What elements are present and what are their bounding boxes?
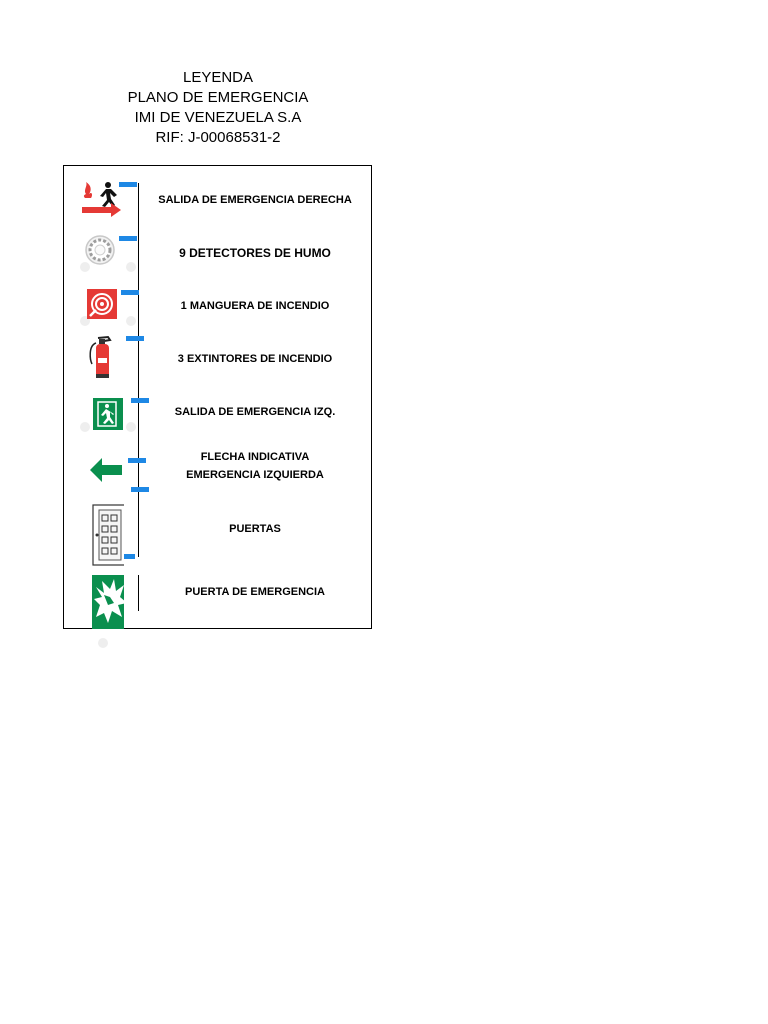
legend-label-extinguishers: 3 EXTINTORES DE INCENDIO [177, 353, 333, 365]
legend-label-arrow-line1: FLECHA INDICATIVA [200, 451, 310, 463]
watermark-mark [98, 638, 108, 648]
annotation-tag [128, 458, 146, 463]
legend-label-arrow-line2: EMERGENCIA IZQUIERDA [186, 469, 324, 481]
annotation-tag [131, 487, 149, 492]
legend-header: LEYENDA PLANO DE EMERGENCIA IMI DE VENEZ… [68, 68, 368, 148]
legend-box [63, 165, 372, 629]
legend-label-doors: PUERTAS [229, 523, 281, 535]
annotation-tag [131, 398, 149, 403]
legend-label-exit-right: SALIDA DE EMERGENCIA DERECHA [158, 194, 352, 206]
watermark-mark [126, 316, 136, 326]
annotation-tag [119, 182, 137, 187]
watermark-mark [80, 262, 90, 272]
watermark-mark [80, 422, 90, 432]
annotation-tag [121, 290, 139, 295]
fire-extinguisher-icon [80, 334, 124, 378]
watermark-mark [126, 262, 136, 272]
annotation-tag [126, 336, 144, 341]
legend-label-exit-left: SALIDA DE EMERGENCIA IZQ. [174, 406, 336, 418]
company-name: IMI DE VENEZUELA S.A [134, 109, 302, 126]
annotation-tag [119, 236, 137, 241]
company-rif: RIF: J-00068531-2 [155, 129, 281, 146]
smoke-detector-icon [80, 230, 124, 274]
annotation-tag [117, 554, 135, 559]
emergency-door-icon [80, 575, 132, 629]
connector-line-lower [138, 575, 139, 611]
connector-line [138, 183, 139, 557]
legend-label-fire-hose: 1 MANGUERA DE INCENDIO [180, 300, 330, 312]
fire-hose-icon [80, 287, 124, 331]
watermark-mark [80, 316, 90, 326]
emergency-exit-right-icon [80, 180, 124, 224]
arrow-left-icon [80, 452, 124, 496]
legend-label-arrow: FLECHA INDICATIVA EMERGENCIA IZQUIERDA [145, 448, 365, 484]
legend-title: LEYENDA [182, 69, 254, 86]
emergency-exit-left-icon [80, 396, 124, 440]
legend-label-emergency-door: PUERTA DE EMERGENCIA [185, 586, 325, 598]
watermark-mark [126, 422, 136, 432]
legend-label-smoke-detectors: 9 DETECTORES DE HUMO [179, 246, 331, 260]
door-icon [80, 504, 126, 566]
plan-title: PLANO DE EMERGENCIA [127, 89, 309, 106]
